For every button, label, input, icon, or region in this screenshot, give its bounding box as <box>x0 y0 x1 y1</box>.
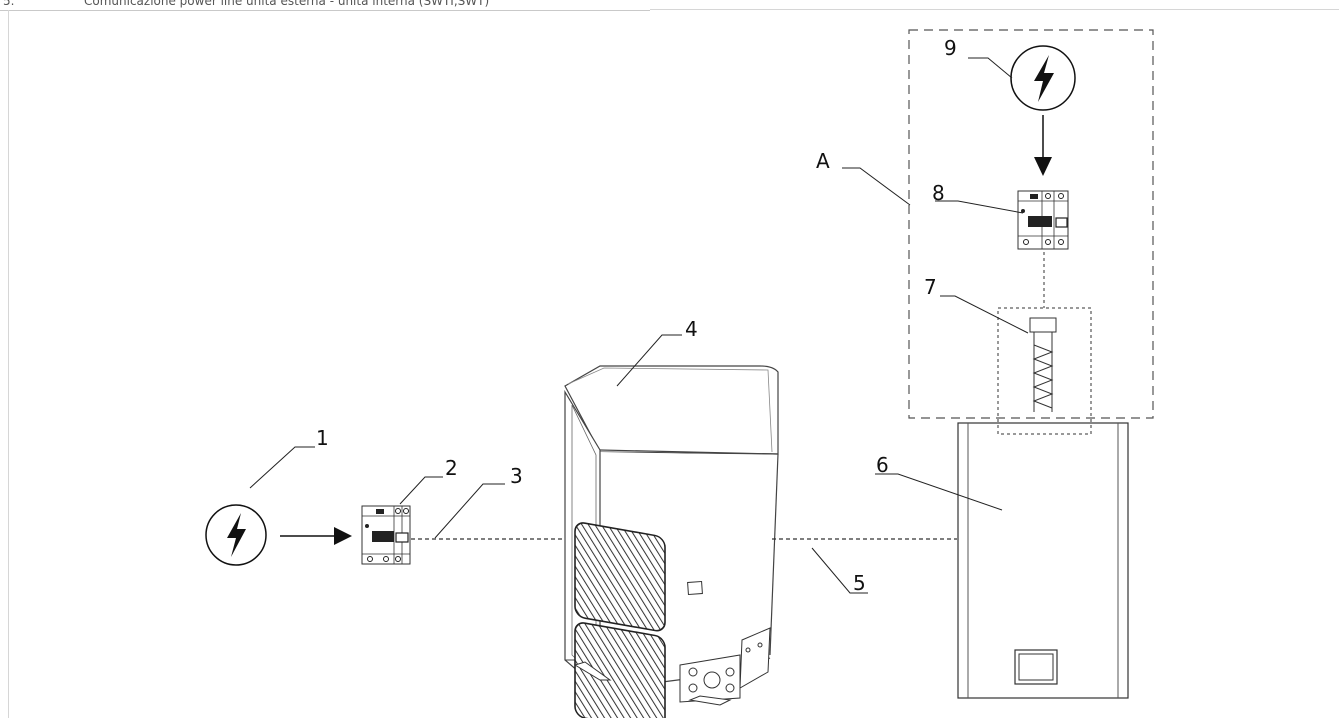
frame-left-border <box>8 10 9 718</box>
label-4: 4 <box>685 317 698 341</box>
label-3: 3 <box>510 464 523 488</box>
fan-grille-lower <box>574 622 666 718</box>
outdoor-heat-pump-unit-icon <box>564 365 779 718</box>
header-caption-bar: 5. Comunicazione power line unità estern… <box>0 0 650 11</box>
leader-lines <box>249 57 1029 594</box>
electric-heater-icon <box>1029 317 1057 412</box>
circuit-breaker-icon <box>361 505 411 565</box>
supply-arrow-1 <box>280 527 352 545</box>
label-1: 1 <box>316 426 329 450</box>
caption-text: Comunicazione power line unità esterna -… <box>84 0 490 8</box>
label-a: A <box>816 149 830 173</box>
power-supply-icon <box>205 504 267 566</box>
fan-grille-upper <box>574 522 666 632</box>
heater-dashed-box <box>997 307 1092 435</box>
circuit-breaker-icon <box>1017 190 1069 250</box>
supply-arrow-9 <box>1034 115 1052 176</box>
label-7: 7 <box>924 275 937 299</box>
label-6: 6 <box>876 453 889 477</box>
label-9: 9 <box>944 36 957 60</box>
label-5: 5 <box>853 571 866 595</box>
indoor-unit-icon <box>957 422 1129 699</box>
power-supply-icon <box>1010 45 1076 111</box>
label-2: 2 <box>445 456 458 480</box>
dashed-region-a <box>908 29 1154 419</box>
label-8: 8 <box>932 181 945 205</box>
section-number: 5. <box>3 0 15 8</box>
frame-top-border <box>650 9 1339 10</box>
